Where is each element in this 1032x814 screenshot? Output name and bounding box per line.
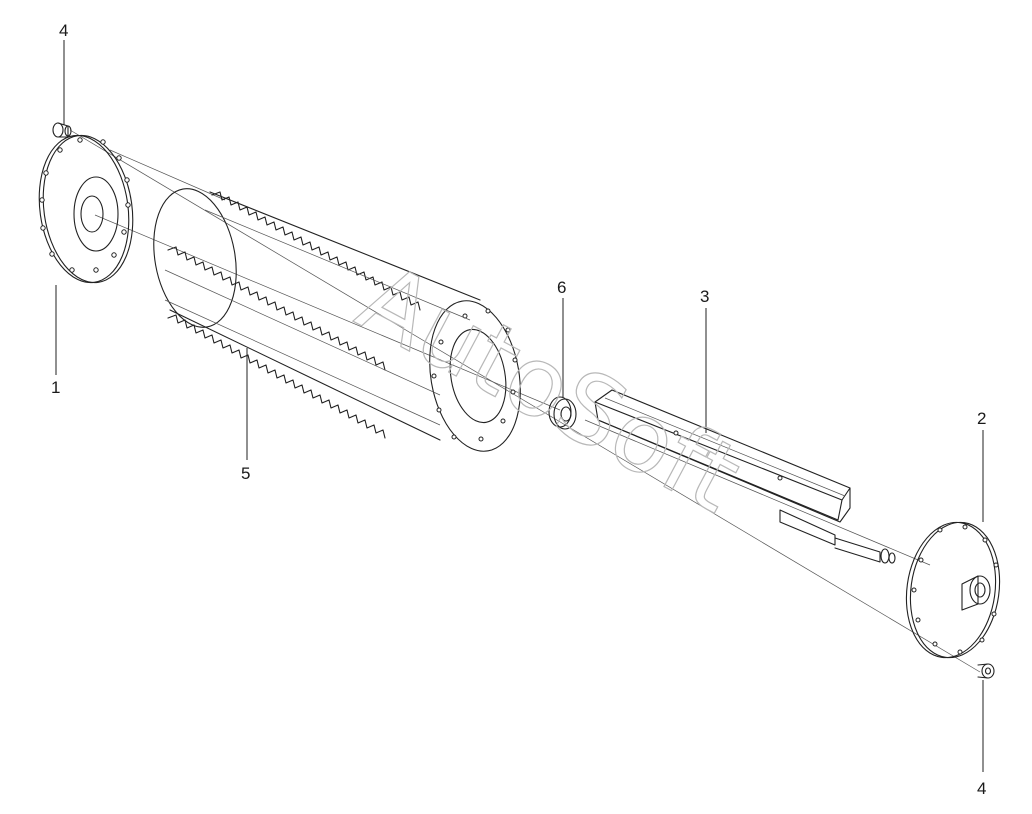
assembly-axis-lines bbox=[69, 129, 981, 673]
callout-4-bottom: 4 bbox=[977, 779, 986, 798]
callout-5: 5 bbox=[241, 464, 250, 483]
callout-1: 1 bbox=[51, 378, 60, 397]
callout-3: 3 bbox=[700, 287, 709, 306]
watermark-text: AutoSoft bbox=[341, 242, 758, 534]
part-1-end-flange bbox=[38, 134, 134, 284]
part-6-bushing bbox=[548, 396, 577, 430]
part-3-shaft-bracket bbox=[594, 389, 896, 564]
callout-4-top: 4 bbox=[59, 21, 68, 40]
part-5-toothed-drum bbox=[153, 188, 521, 452]
callout-2: 2 bbox=[977, 409, 986, 428]
part-4-bolt-bottom bbox=[977, 663, 995, 679]
part-2-end-flange-hub bbox=[905, 521, 1001, 659]
leader-lines bbox=[55, 40, 984, 772]
part-4-bolt-top bbox=[52, 122, 72, 138]
callout-6: 6 bbox=[557, 278, 566, 297]
